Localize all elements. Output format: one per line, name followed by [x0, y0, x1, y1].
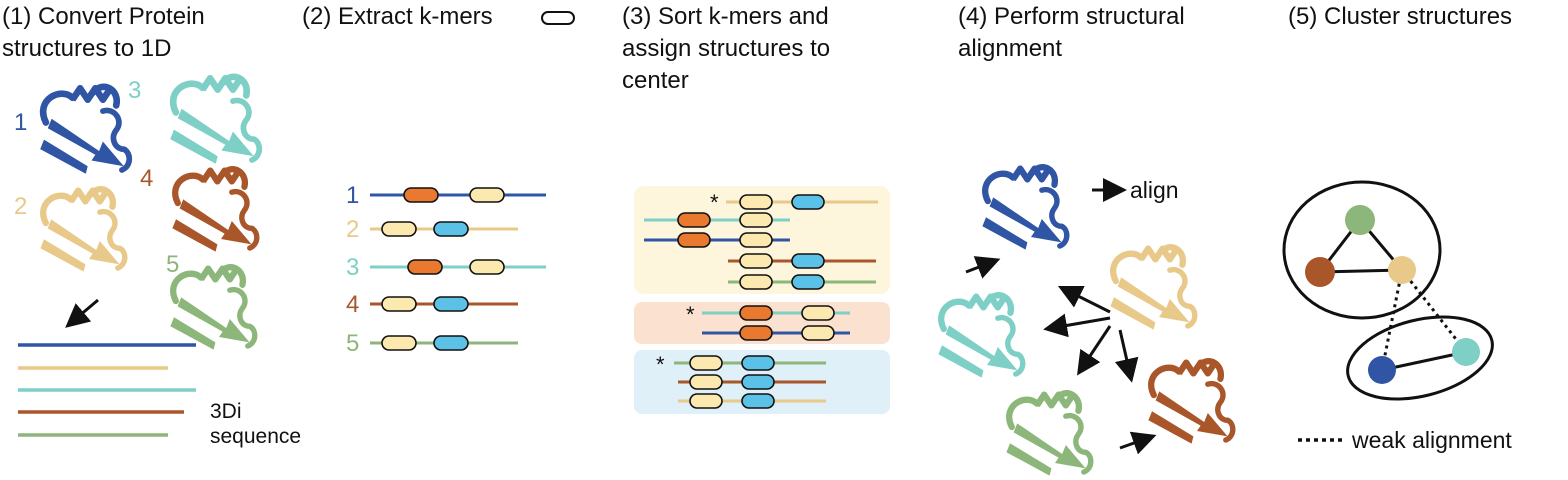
group1-kmer-b1	[677, 212, 711, 228]
group1-kmer-e1	[739, 274, 773, 290]
group2-kmer-a1	[739, 305, 773, 321]
kmer-row-number-2: 2	[346, 216, 359, 243]
group1-kmer-e2	[791, 274, 825, 290]
group1-kmer-a1	[739, 194, 773, 210]
protein-structure-4-icon	[172, 169, 256, 251]
step3-title-line3: center	[622, 67, 689, 94]
kmer-5b	[433, 335, 469, 351]
protein-structure-3-icon	[170, 77, 259, 164]
node-teal	[1452, 338, 1480, 366]
center-marker-1: *	[710, 190, 719, 215]
group1-kmer-d2	[791, 253, 825, 269]
sequence-label-line1: 3Di	[210, 400, 242, 423]
step4-title-line1: (4) Perform structural	[958, 3, 1185, 30]
protein-structure-5-icon	[170, 267, 254, 349]
weak-edge-yellow-blue	[1380, 269, 1404, 371]
node-green	[1345, 205, 1375, 235]
kmer-3b	[469, 259, 505, 275]
align-arrow-to-upper-left	[1057, 285, 1111, 314]
align-structure-brown-icon	[1148, 361, 1232, 443]
group1-kmer-c2	[739, 232, 773, 248]
kmer-2b	[433, 221, 469, 237]
kmer-2a	[381, 221, 417, 237]
kmer-4a	[381, 296, 417, 312]
align-label: align	[1130, 177, 1179, 203]
group3-kmer-a1	[689, 355, 723, 371]
step1-title-line1: (1) Convert Protein	[2, 3, 205, 30]
group3-kmer-c1	[689, 393, 723, 409]
center-marker-3: *	[656, 352, 665, 377]
weak-edge-yellow-teal	[1400, 269, 1468, 353]
group3-kmer-b2	[741, 374, 775, 390]
group2-kmer-b2	[801, 325, 835, 341]
protein-structure-2-icon	[40, 189, 124, 271]
structure-number-2: 2	[14, 193, 27, 220]
kmer-1a	[403, 187, 439, 203]
step3-title-line1: (3) Sort k-mers and	[622, 3, 829, 30]
sequence-label-line2: sequence	[210, 425, 301, 448]
convert-arrow	[65, 298, 99, 328]
node-brown	[1305, 257, 1335, 287]
align-structure-yellow-icon	[1110, 247, 1194, 329]
structure-number-5: 5	[166, 251, 179, 278]
structure-number-1: 1	[14, 109, 27, 136]
group1-kmer-b2	[739, 212, 773, 228]
kmer-symbol-icon	[541, 11, 575, 25]
node-yellow	[1388, 256, 1416, 284]
align-arrow-to-brown	[1114, 329, 1139, 383]
align-arrow-green-to-brown	[1119, 431, 1157, 455]
structure-number-4: 4	[140, 165, 153, 192]
group2-kmer-b1	[739, 325, 773, 341]
align-arrow-to-lower-left	[1077, 325, 1112, 376]
step5-title: (5) Cluster structures	[1288, 3, 1512, 30]
group1-kmer-d1	[739, 253, 773, 269]
step1-title-line2: structures to 1D	[2, 35, 171, 62]
group3-kmer-b1	[689, 374, 723, 390]
kmer-5a	[381, 335, 417, 351]
step3-title-line2: assign structures to	[622, 35, 830, 62]
kmer-1b	[469, 187, 505, 203]
group1-kmer-a2	[791, 194, 825, 210]
align-structure-teal-icon	[938, 295, 1022, 377]
kmer-4b	[433, 296, 469, 312]
protein-structure-1-icon	[40, 87, 129, 174]
kmer-row-number-4: 4	[346, 291, 359, 318]
kmer-row-number-3: 3	[346, 254, 359, 281]
align-arrow-to-teal	[1043, 313, 1111, 338]
node-blue	[1368, 356, 1396, 384]
edge-blue-teal	[1381, 350, 1467, 372]
group3-kmer-a2	[741, 355, 775, 371]
weak-alignment-label: weak alignment	[1351, 427, 1512, 453]
cluster-1-ellipse	[1282, 180, 1442, 320]
align-structure-blue-icon	[982, 167, 1066, 249]
kmer-row-number-5: 5	[346, 330, 359, 357]
cluster-2-ellipse	[1346, 315, 1494, 401]
align-arrow-to-blue	[965, 256, 1001, 279]
group1-kmer-c1	[677, 232, 711, 248]
group2-kmer-a2	[801, 305, 835, 321]
step2-title: (2) Extract k-mers	[302, 3, 493, 30]
structure-number-3: 3	[128, 77, 141, 104]
center-marker-2: *	[686, 302, 695, 327]
kmer-row-number-1: 1	[346, 182, 359, 209]
step4-title-line2: alignment	[958, 35, 1062, 62]
kmer-3a	[407, 259, 443, 275]
group3-kmer-c2	[741, 393, 775, 409]
align-structure-green-icon	[1006, 393, 1090, 475]
